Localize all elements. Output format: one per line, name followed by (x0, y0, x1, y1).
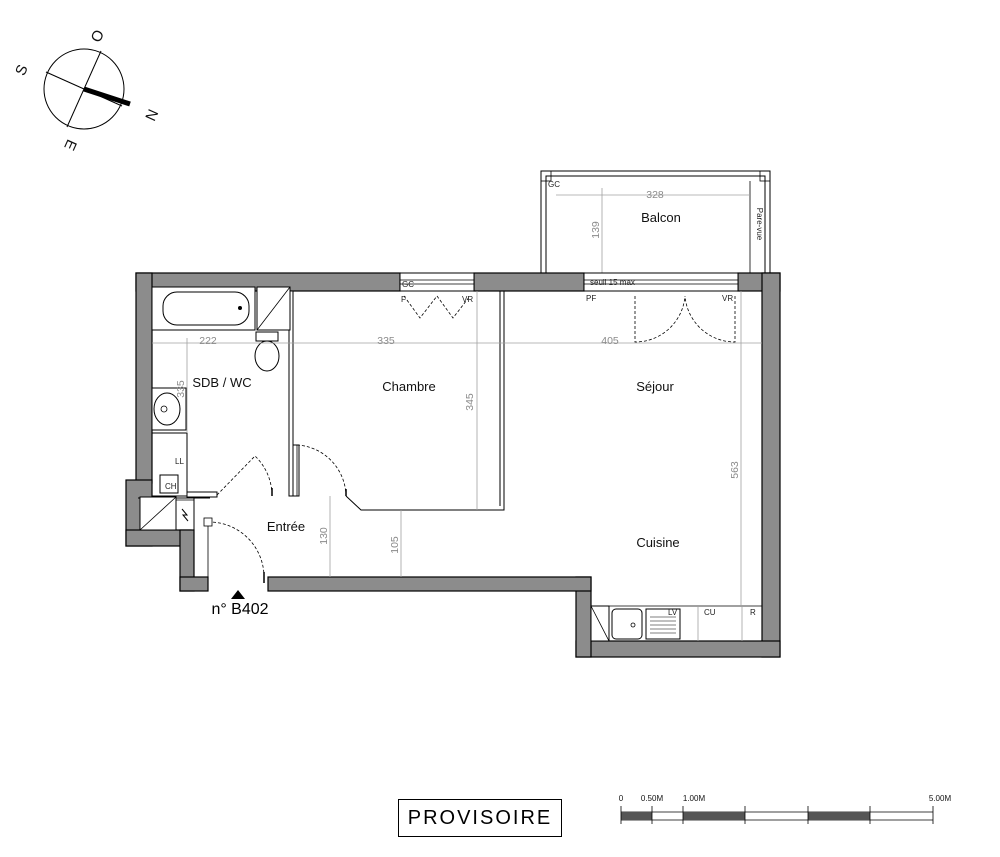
bathroom-fixtures: LL CH (139, 286, 291, 531)
compass-west-label: O (88, 27, 108, 45)
balcony-width-dim: 328 (646, 189, 664, 201)
sejour-width-dim: 405 (601, 335, 619, 347)
electric-panel-icon (181, 508, 189, 522)
ch-tag: CH (165, 482, 177, 491)
chambre-window-f-tag: F (401, 295, 406, 304)
window-sejour: seuil 15 max PF VR (583, 272, 739, 343)
north-needle-icon (83, 86, 131, 107)
room-label-chambre: Chambre (382, 379, 435, 394)
doors (203, 444, 347, 583)
compass-north-label: N (141, 106, 161, 123)
sejour-vr-tag: VR (722, 294, 733, 303)
chambre-gc-tag: GC (402, 280, 414, 289)
drainer-icon (645, 608, 681, 640)
scale-bar: 0 0.50M 1.00M 5.00M (619, 794, 952, 824)
entree-depth-dim: 130 (318, 527, 330, 545)
r-tag: R (750, 608, 756, 617)
interior-partitions (138, 290, 505, 530)
room-label-balcon: Balcon (641, 210, 681, 225)
compass-rose: O S N E (12, 27, 161, 152)
dimension-lines: 222 335 405 335 345 563 130 105 (152, 291, 762, 606)
room-label-cuisine: Cuisine (636, 535, 679, 550)
sejour-pf-tag: PF (586, 294, 596, 303)
unit-number: n° B402 (211, 601, 268, 618)
chauffe-eau-icon (159, 474, 179, 494)
toilet-icon (254, 340, 280, 372)
cu-tag: CU (704, 608, 716, 617)
entrance-arrow-icon (231, 590, 245, 599)
entrance-marker: n° B402 (211, 590, 269, 618)
sdb-width-dim: 222 (199, 335, 217, 347)
room-label-entree: Entrée (267, 519, 305, 534)
lv-tag: LV (668, 608, 678, 617)
scale-label-half: 0.50M (641, 794, 664, 803)
scale-label-zero: 0 (619, 794, 624, 803)
corridor-depth-dim: 105 (389, 536, 401, 554)
ll-tag: LL (175, 457, 184, 466)
toilet-tank-icon (255, 331, 279, 342)
balcony-depth-dim: 139 (590, 221, 602, 239)
seuil-tag: seuil 15 max (590, 278, 635, 287)
compass-south-label: S (12, 62, 32, 78)
balcony-gc-tag: GC (548, 180, 560, 189)
chambre-depth-dim: 345 (464, 393, 476, 411)
balcony: GC 328 139 Pare-vue Balcon (540, 170, 771, 276)
chambre-vr-tag: VR (462, 295, 473, 304)
scale-label-five: 5.00M (929, 794, 952, 803)
pare-vue-tag: Pare-vue (755, 208, 764, 241)
sink-icon (611, 608, 643, 640)
compass-east-label: E (60, 137, 80, 153)
room-label-sejour: Séjour (636, 379, 674, 394)
kitchen-fixtures: LV CU R (590, 605, 762, 642)
room-labels: SDB / WC Chambre Séjour Entrée Cuisine (192, 375, 679, 550)
sdb-depth-dim: 335 (175, 380, 187, 398)
window-chambre: GC F VR (399, 272, 475, 319)
sejour-depth-dim: 563 (729, 461, 741, 479)
chambre-width-dim: 335 (377, 335, 395, 347)
walls (125, 272, 781, 658)
scale-label-one: 1.00M (683, 794, 706, 803)
room-label-sdb: SDB / WC (192, 375, 251, 390)
provisional-stamp: PROVISOIRE (398, 799, 562, 837)
